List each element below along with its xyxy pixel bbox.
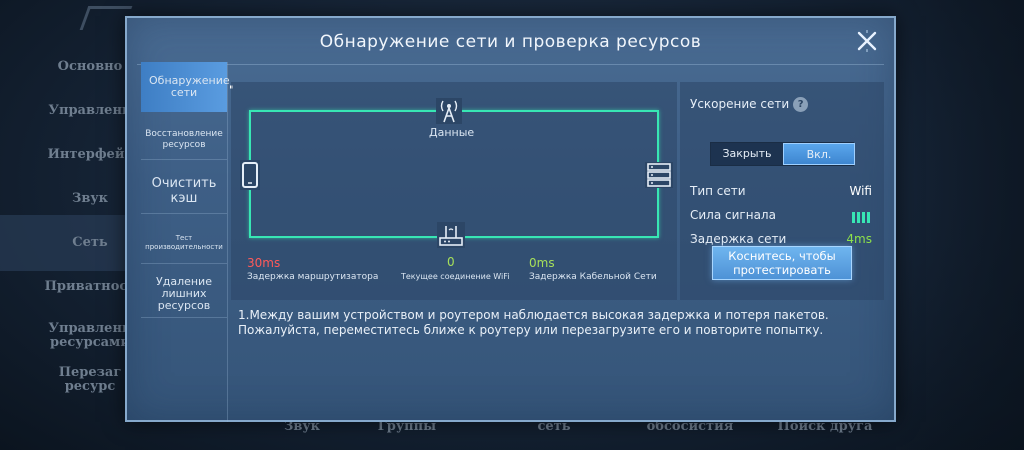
dialog-nav: Обнаружение сети Восстановление ресурсов… — [141, 62, 230, 322]
nav-item-clear-cache[interactable]: Очистить кэш — [141, 168, 227, 214]
nav-item-label: Тест производительности — [145, 233, 223, 251]
nav-item-label: Очистить кэш — [151, 175, 217, 206]
background-sidebar-item: Основно — [57, 59, 123, 74]
background-sidebar-item: Сеть — [72, 235, 108, 250]
signal-strength-label: Сила сигнала — [690, 208, 776, 222]
server-icon — [645, 162, 673, 188]
background-sidebar-item: Управлени — [48, 103, 132, 118]
background-bottom-label: Группы — [377, 419, 437, 434]
signal-bar — [867, 212, 870, 223]
background-sidebar-selected — [0, 215, 130, 271]
network-type-value: Wifi — [849, 184, 873, 198]
cable-latency-label: Задержка Кабельной Сети — [529, 272, 657, 282]
tower-icon — [436, 98, 462, 124]
background-bottom-label: обсосистия — [646, 419, 734, 434]
test-network-button-label: Коснитесь, чтобы протестировать — [728, 249, 836, 277]
network-info-panel: Ускорение сети? Закрыть Вкл. Тип сети Wi… — [680, 82, 884, 300]
background-ornament — [894, 0, 1024, 450]
nav-item-label: Восстановление ресурсов — [145, 128, 223, 150]
router-icon — [437, 222, 465, 248]
network-type-label: Тип сети — [690, 184, 746, 198]
background-bottom-label: сеть — [537, 419, 571, 434]
diagnostic-message-line: 1.Между вашим устройством и роутером наб… — [238, 308, 829, 322]
background-sidebar-item: Перезаг ресурс — [58, 365, 122, 394]
dialog-title: Обнаружение сети и проверка ресурсов — [319, 32, 702, 52]
close-icon — [857, 30, 877, 52]
nav-item-delete-resources[interactable]: Удаление лишних ресурсов — [141, 270, 227, 318]
background-sidebar-item: Звук — [71, 191, 109, 206]
network-latency-value: 4ms — [846, 232, 872, 246]
data-label: Данные — [429, 126, 475, 139]
wifi-connection-value: 0 — [447, 255, 455, 269]
signal-bar — [852, 212, 855, 223]
network-acceleration-text: Ускорение сети — [690, 97, 790, 111]
help-icon[interactable]: ? — [793, 97, 809, 112]
background-sidebar-item: Приватност — [44, 279, 136, 294]
toggle-on-option[interactable]: Вкл. — [783, 143, 855, 165]
nav-divider — [227, 62, 228, 422]
network-check-dialog: Обнаружение сети и проверка ресурсов Обн… — [125, 16, 896, 422]
nav-item-network-detection[interactable]: Обнаружение сети — [141, 62, 230, 112]
background-bottom-label: Звук — [283, 419, 321, 434]
network-acceleration-toggle[interactable]: Закрыть Вкл. — [710, 142, 855, 166]
close-button[interactable] — [854, 28, 880, 54]
background-sidebar-item: Интерфейс — [47, 147, 133, 162]
network-latency-label: Задержка сети — [690, 232, 787, 246]
signal-bar — [862, 212, 865, 223]
diagnostic-message-line: Пожалуйста, переместитесь ближе к роутер… — [238, 323, 824, 337]
test-network-button[interactable]: Коснитесь, чтобы протестировать — [712, 246, 852, 280]
toggle-off-option[interactable]: Закрыть — [722, 147, 772, 160]
title-divider — [137, 64, 884, 65]
phone-icon — [240, 160, 260, 190]
network-acceleration-label: Ускорение сети? — [690, 97, 809, 112]
signal-strength-bars — [852, 212, 870, 223]
network-diagram-panel: Данные 30m — [231, 82, 677, 300]
cable-latency-value: 0ms — [529, 256, 555, 270]
background-sidebar: Основно Управлени Интерфейс Звук Сеть Пр… — [0, 40, 135, 440]
nav-item-label: Удаление лишних ресурсов — [156, 274, 212, 312]
background-bottom-label: Поиск друга — [777, 419, 873, 434]
background-sidebar-item: Управлени ресурсами — [48, 321, 132, 350]
nav-item-resource-recovery[interactable]: Восстановление ресурсов — [141, 120, 227, 160]
wifi-connection-label: Текущее соединение WiFi — [401, 272, 510, 281]
diagnostic-message: 1.Между вашим устройством и роутером наб… — [238, 308, 888, 338]
router-latency-label: Задержка маршрутизатора — [247, 272, 379, 282]
nav-item-label: Обнаружение сети — [149, 74, 230, 99]
router-latency-value: 30ms — [247, 256, 281, 270]
signal-bar — [857, 212, 860, 223]
nav-item-performance-test[interactable]: Тест производительности — [141, 222, 227, 264]
